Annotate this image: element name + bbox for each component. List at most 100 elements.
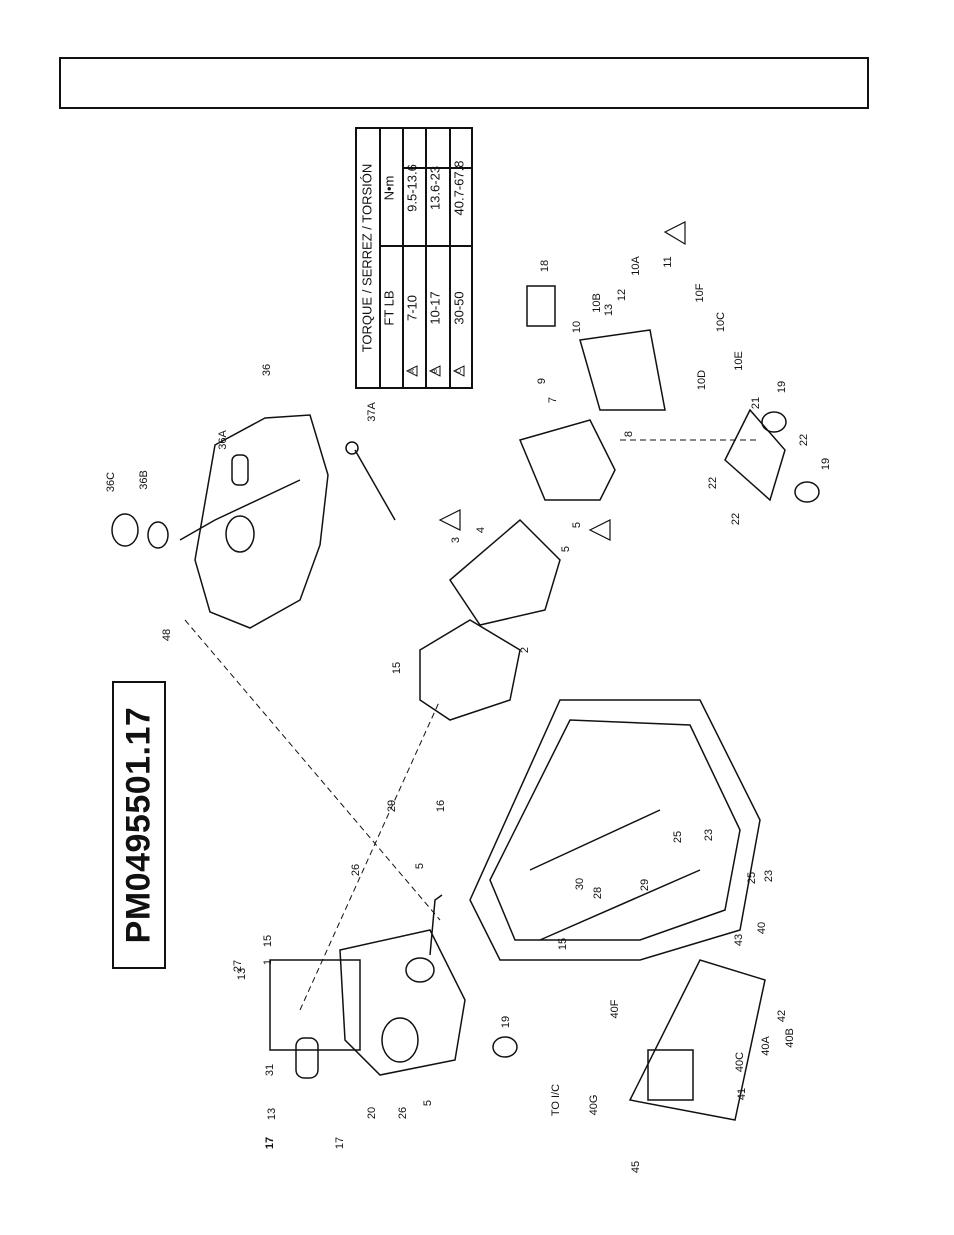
fuel-gauge-36a [231, 454, 249, 486]
part-label: 23 [703, 828, 715, 842]
part-label: 25 [746, 871, 758, 885]
warning-triangle-icon [453, 365, 465, 377]
part-label: 40G [588, 1094, 600, 1116]
part-label: 5 [560, 545, 572, 553]
part-label: 3 [450, 536, 462, 544]
part-label: 36 [261, 363, 273, 377]
part-label: 22 [798, 433, 810, 447]
part-label: 13 [266, 1107, 278, 1121]
warning-triangle-icon [588, 519, 611, 541]
part-label: 10A [630, 256, 642, 276]
part-label: 5 [414, 862, 426, 870]
foot-19 [492, 1036, 518, 1058]
part-label: 10E [733, 351, 745, 371]
part-label: TO I/C [550, 1083, 562, 1117]
part-label: 28 [592, 886, 604, 900]
part-label: 26 [397, 1106, 409, 1120]
part-label: 9 [536, 377, 548, 385]
part-label: 2 [519, 646, 531, 654]
part-label: 10F [694, 283, 706, 303]
stator-7 [518, 419, 616, 501]
part-label: 11 [662, 256, 674, 268]
engine-body [339, 929, 466, 1076]
part-label: 15 [262, 934, 274, 948]
foot-19 [761, 411, 787, 433]
part-label: 1 [262, 958, 274, 966]
part-label: 4 [475, 526, 487, 534]
warning-triangle-icon [406, 365, 418, 377]
part-label: 37A [366, 402, 378, 422]
model-number-box [112, 681, 166, 969]
receptacle-area [647, 1049, 694, 1101]
warning-triangle-icon [438, 509, 461, 531]
part-label: 40 [756, 921, 768, 935]
part-label: 7 [547, 396, 559, 404]
engine-block [269, 959, 361, 1051]
torque-table-divider [449, 129, 451, 387]
part-label: 31 [264, 1063, 276, 1077]
part-label: 13 [603, 303, 615, 317]
part-label: 48 [161, 628, 173, 642]
air-filter-31 [295, 1037, 319, 1079]
part-label: 16 [435, 799, 447, 813]
part-label: 17 [334, 1136, 346, 1150]
control-module-18 [526, 285, 556, 327]
part-label: 17 [264, 1136, 276, 1150]
part-label: 19 [776, 380, 788, 394]
part-label: 40A [760, 1036, 772, 1056]
warning-triangle-icon [429, 365, 441, 377]
part-label: 25 [672, 830, 684, 844]
part-label: 42 [776, 1009, 788, 1023]
alternator-adapter-2 [419, 619, 521, 721]
part-label: 29 [639, 878, 651, 892]
torque-table-divider [402, 129, 404, 387]
part-label: 18 [539, 259, 551, 273]
part-label: 41 [736, 1087, 748, 1101]
part-label: 5 [571, 521, 583, 529]
part-label: 10 [571, 320, 583, 334]
fuel-strainer-36b [147, 521, 169, 549]
torque-table-divider [425, 129, 427, 387]
warning-triangle-icon [663, 221, 686, 246]
part-label: 43 [733, 933, 745, 947]
part-label: 19 [820, 457, 832, 471]
part-label: 45 [630, 1160, 642, 1174]
part-label: 15 [391, 661, 403, 675]
rear-housing-10 [579, 329, 666, 411]
part-label: 36B [138, 470, 150, 490]
part-label: 10C [715, 311, 727, 333]
part-label: 19 [500, 1015, 512, 1029]
fuel-cap-36c [111, 513, 139, 547]
part-label: 40C [734, 1051, 746, 1073]
part-label: 36A [217, 430, 229, 450]
part-label: 15 [557, 937, 569, 951]
frame [469, 699, 761, 961]
part-label: 40B [784, 1028, 796, 1048]
control-panel [628, 959, 766, 1121]
rotor-4 [449, 518, 561, 626]
fuel-tank [194, 414, 329, 629]
torque-table-divider [379, 129, 381, 387]
part-label: 22 [707, 476, 719, 490]
part-label: 10B [591, 293, 603, 313]
part-label: 22 [730, 512, 742, 526]
foot-19 [794, 481, 820, 503]
part-label: 36C [105, 471, 117, 493]
part-label: 29 [386, 799, 398, 813]
fuel-tank-opening [225, 515, 255, 553]
header-box [59, 57, 869, 109]
part-label: 8 [623, 430, 635, 438]
part-label: 12 [616, 288, 628, 302]
part-label: 10D [696, 369, 708, 391]
part-label: 26 [350, 863, 362, 877]
part-label: 21 [750, 396, 762, 410]
support-bracket-21 [724, 408, 786, 502]
part-label: 5 [422, 1099, 434, 1107]
torque-table [355, 127, 473, 389]
part-label: 30 [574, 877, 586, 891]
torque-table-divider [402, 167, 473, 169]
part-label: 27 [232, 959, 244, 973]
part-label: 40F [609, 999, 621, 1019]
part-label: 23 [763, 869, 775, 883]
